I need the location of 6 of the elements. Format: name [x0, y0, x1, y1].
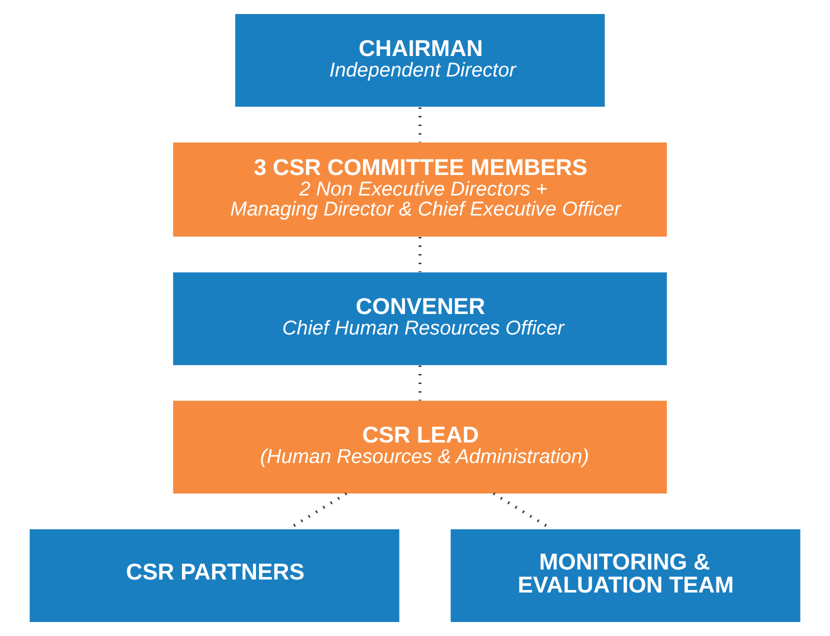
- node-box: CSR LEAD (Human Resources & Administration): [173, 400, 667, 494]
- node-box: 3 CSR COMMITTEE MEMBERS 2 Non Executive Directors + Managing Director & Chief Executive Officer: [173, 142, 667, 237]
- node-box: CHAIRMAN Independent Director: [235, 14, 605, 107]
- node-box: CSR PARTNERS: [30, 529, 400, 622]
- node-box: CONVENER Chief Human Resources Officer: [173, 272, 667, 366]
- node-box: MONITORING & EVALUATION TEAM: [450, 529, 800, 622]
